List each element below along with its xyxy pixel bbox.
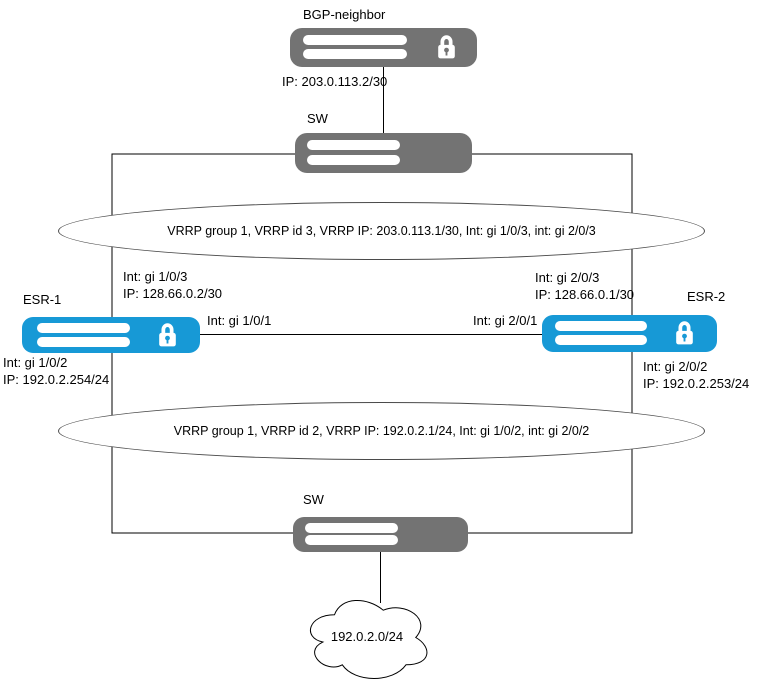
esr2-int-left-label: Int: gi 2/0/1: [473, 313, 538, 328]
esr1-node: [22, 317, 200, 353]
cloud-subnet-label: 192.0.2.0/24: [330, 629, 404, 644]
cloud-shape: [310, 599, 428, 679]
device-slot-bar: [303, 35, 407, 45]
esr1-uplink-labels: Int: gi 1/0/3 IP: 128.66.0.2/30: [123, 268, 222, 302]
device-slot-bars: [555, 321, 647, 345]
sw-top-node: [295, 133, 472, 173]
esr1-ip-top-label: IP: 128.66.0.2/30: [123, 286, 223, 301]
device-slot-bar: [37, 323, 130, 333]
device-slot-bar: [555, 335, 647, 345]
bgp-neighbor-label: BGP-neighbor: [303, 7, 386, 22]
esr2-node: [542, 315, 717, 352]
lock-icon: [438, 35, 455, 59]
esr2-uplink-labels: Int: gi 2/0/3 IP: 128.66.0.1/30: [535, 269, 634, 303]
vrrp-ellipse-upstream: VRRP group 1, VRRP id 3, VRRP IP: 203.0.…: [58, 202, 705, 260]
lock-icon: [159, 323, 176, 347]
lock-icon: [676, 321, 693, 345]
esr1-ip-bottom-label: IP: 192.0.2.254/24: [3, 372, 110, 387]
esr1-downlink-labels: Int: gi 1/0/2 IP: 192.0.2.254/24: [3, 354, 109, 388]
device-slot-bar: [305, 523, 398, 533]
esr1-int-right-label: Int: gi 1/0/1: [207, 313, 272, 328]
vrrp-upstream-text: VRRP group 1, VRRP id 3, VRRP IP: 203.0.…: [167, 224, 596, 238]
device-slot-bar: [307, 155, 400, 165]
esr2-ip-bottom-label: IP: 192.0.2.253/24: [643, 376, 750, 391]
sw-bottom-label: SW: [303, 492, 324, 507]
device-slot-bar: [555, 321, 647, 331]
esr1-label: ESR-1: [23, 292, 62, 307]
vrrp-ellipse-downstream: VRRP group 1, VRRP id 2, VRRP IP: 192.0.…: [58, 402, 705, 460]
sw-top-label: SW: [307, 111, 328, 126]
sw-bottom-node: [293, 517, 468, 552]
esr1-int-bottom-label: Int: gi 1/0/2: [3, 355, 68, 370]
bgp-neighbor-ip-label: IP: 203.0.113.2/30: [282, 74, 388, 89]
device-slot-bar: [303, 49, 407, 59]
esr2-int-top-label: Int: gi 2/0/3: [535, 270, 600, 285]
device-slot-bar: [37, 337, 130, 347]
device-slot-bar: [307, 140, 400, 150]
esr2-label: ESR-2: [687, 289, 726, 304]
vrrp-downstream-text: VRRP group 1, VRRP id 2, VRRP IP: 192.0.…: [173, 424, 590, 438]
device-slot-bars: [305, 523, 398, 545]
device-slot-bars: [303, 35, 407, 59]
device-slot-bars: [37, 323, 130, 347]
device-slot-bar: [305, 535, 398, 545]
esr2-int-bottom-label: Int: gi 2/0/2: [643, 359, 708, 374]
esr2-downlink-labels: Int: gi 2/0/2 IP: 192.0.2.253/24: [643, 358, 749, 392]
esr1-int-top-label: Int: gi 1/0/3: [123, 269, 188, 284]
lan-cloud: [301, 591, 433, 689]
device-slot-bars: [307, 140, 400, 165]
bgp-neighbor-node: [290, 28, 477, 67]
esr2-ip-top-label: IP: 128.66.0.1/30: [535, 287, 635, 302]
